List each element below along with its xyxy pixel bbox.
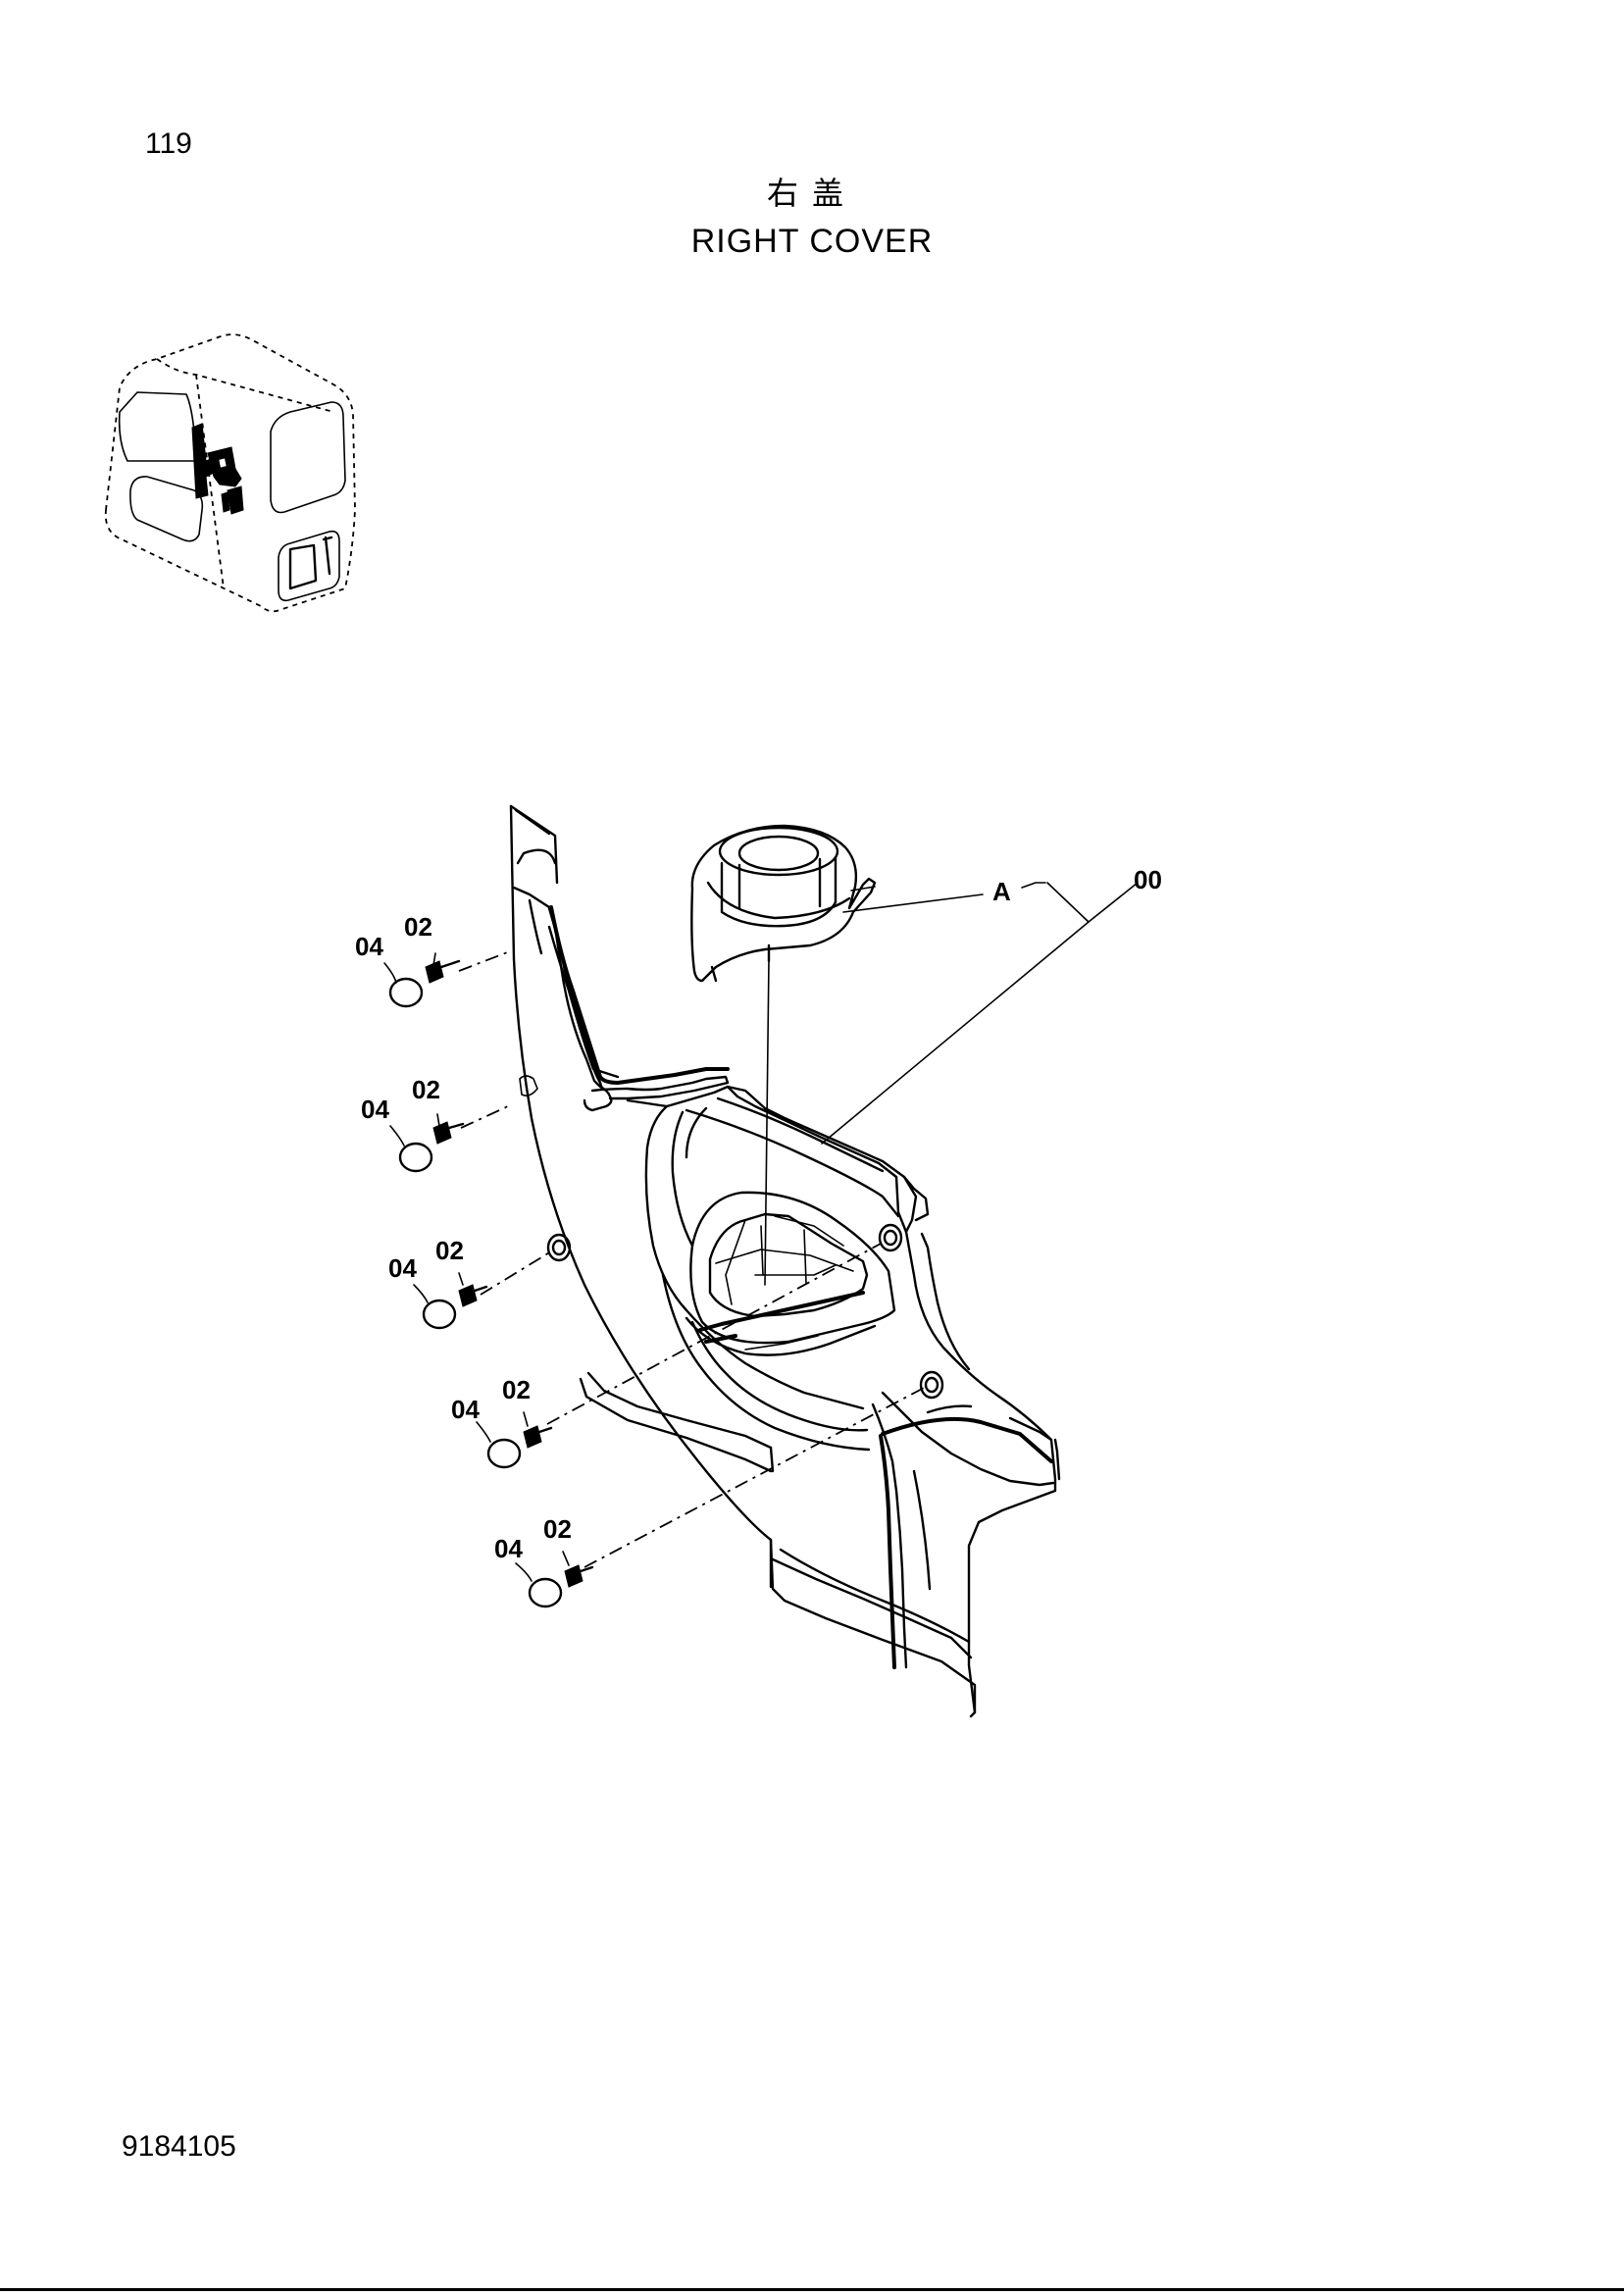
cup-holder-assembly — [690, 824, 877, 983]
fastener-set-5 — [515, 1551, 594, 1608]
fastener-set-1 — [383, 952, 461, 1008]
page-number: 119 — [145, 128, 192, 160]
title-chinese: 右盖 — [766, 175, 857, 212]
drawing-number: 9184105 — [122, 2130, 236, 2163]
right-cover-panel — [509, 804, 1061, 1718]
callout-cap-04-c: 04 — [388, 1253, 417, 1283]
callout-cap-04-a: 04 — [355, 932, 383, 961]
callout-screw-02-c: 02 — [435, 1236, 464, 1265]
callout-cap-04-d: 04 — [451, 1395, 480, 1424]
callout-cap-04-e: 04 — [494, 1534, 523, 1563]
leader-lines — [458, 882, 1139, 1568]
bottom-rule — [0, 2288, 1624, 2291]
callout-screw-02-b: 02 — [412, 1075, 440, 1104]
title-english: RIGHT COVER — [690, 223, 934, 260]
callout-screw-02-a: 02 — [404, 912, 432, 942]
cab-locator-icon — [104, 333, 356, 613]
callout-screw-02-d: 02 — [502, 1375, 531, 1404]
title-block: 右盖 RIGHT COVER — [0, 172, 1624, 264]
callout-screw-02-e: 02 — [543, 1514, 572, 1544]
fastener-set-2 — [389, 1113, 465, 1173]
fastener-set-3 — [413, 1272, 488, 1330]
callout-cap-04-b: 04 — [361, 1095, 389, 1124]
callout-assembly-00: 00 — [1134, 865, 1162, 894]
callout-sub-assembly-A: A — [992, 877, 1011, 906]
fastener-set-4 — [476, 1411, 553, 1469]
